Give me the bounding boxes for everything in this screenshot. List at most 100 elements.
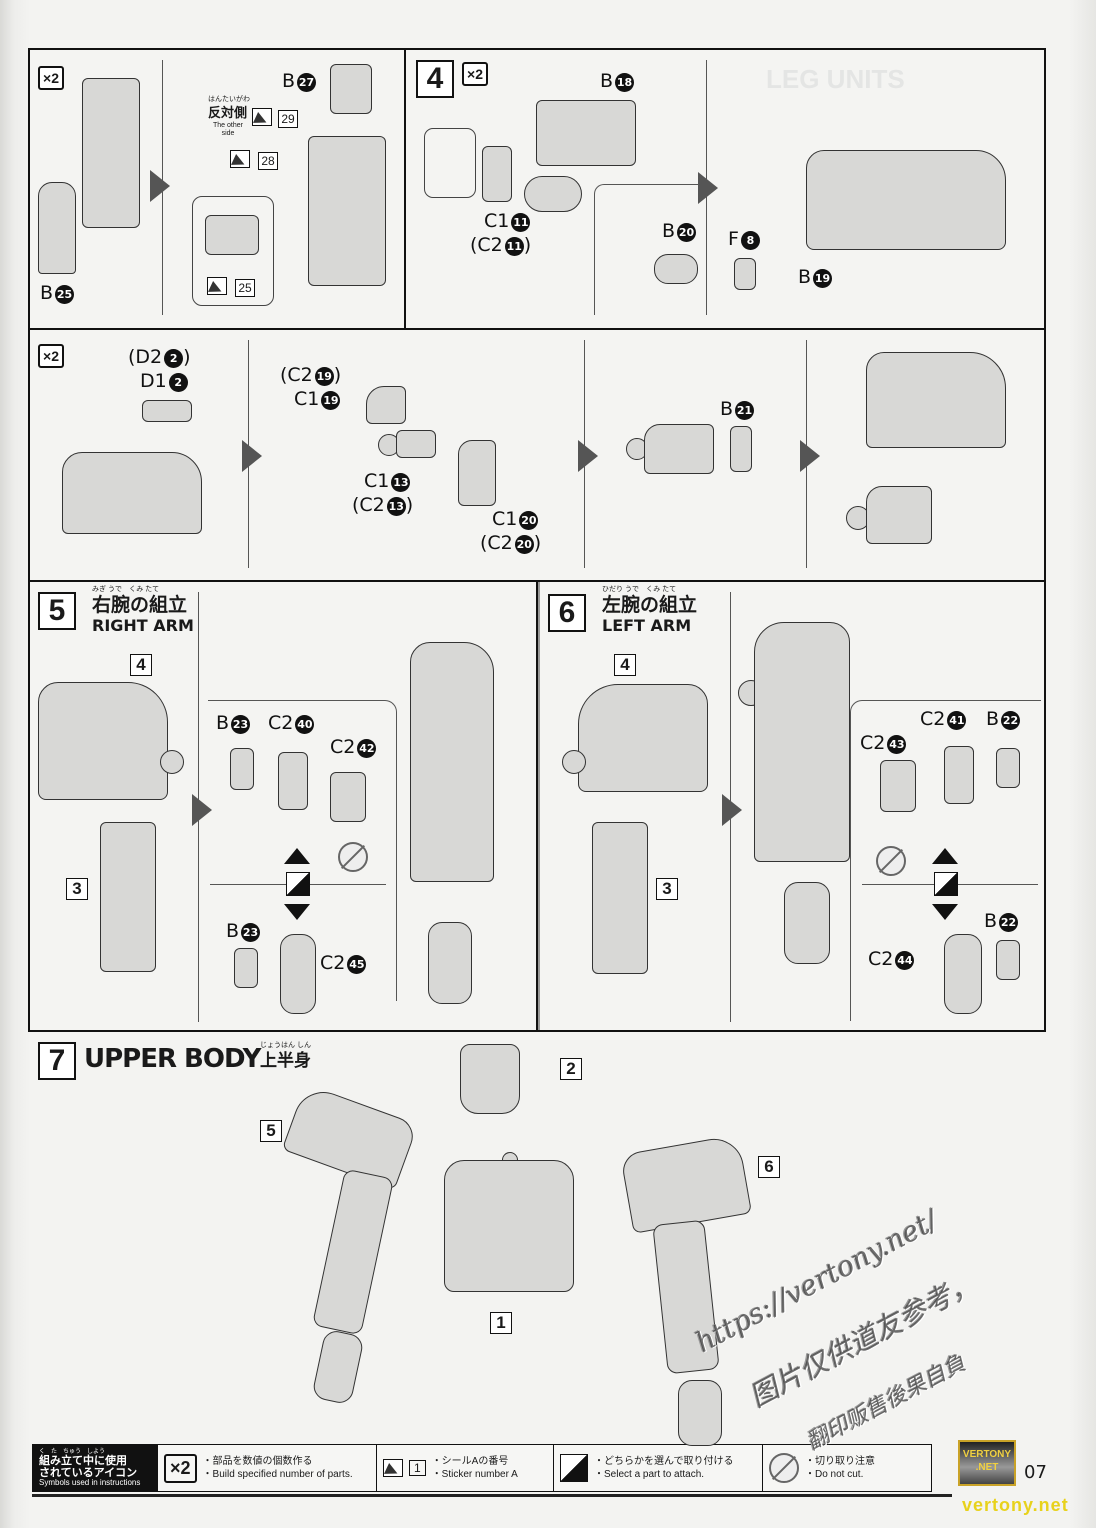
joint-assembly-part xyxy=(644,424,714,474)
d1-2-part xyxy=(142,400,192,422)
legend-item-sticker: 1 ・シールAの番号・Sticker number A xyxy=(377,1445,554,1491)
assembled-shoulder-part xyxy=(806,150,1006,250)
select-option-icon xyxy=(286,872,310,896)
c2-41-part xyxy=(944,746,974,804)
no-cut-icon xyxy=(769,1453,799,1483)
next-step-arrow-icon xyxy=(800,440,820,472)
sticker-detail-callout: 25 xyxy=(192,196,274,306)
b22-part xyxy=(996,748,1020,788)
right-arm-lower-part xyxy=(311,1168,395,1336)
b18-part xyxy=(536,100,636,166)
c2-40-part xyxy=(278,752,308,810)
f8-part xyxy=(734,258,756,290)
c1-19-part xyxy=(366,386,406,424)
sub-callout xyxy=(594,184,705,315)
next-step-arrow-icon xyxy=(150,170,170,202)
legend-heading: く た ちゅう しよう 組み立て中に使用 されているアイコン Symbols u… xyxy=(33,1445,158,1491)
ref-3: 3 xyxy=(656,878,678,900)
legend-heading-en: Symbols used in instructions xyxy=(39,1477,141,1487)
ref-left-arm-6: 6 xyxy=(758,1156,780,1178)
next-step-arrow-icon xyxy=(578,440,598,472)
next-step-arrow-icon xyxy=(242,440,262,472)
right-hand-part xyxy=(311,1328,365,1406)
next-step-arrow-icon xyxy=(722,794,742,826)
legend-jp: ・どちらかを選んで取り付ける xyxy=(594,1455,734,1467)
step-number-5: 5 xyxy=(38,592,76,630)
legend-item-select: ・どちらかを選んで取り付ける・Select a part to attach. xyxy=(554,1445,763,1491)
multiplier-icon: ×2 xyxy=(164,1453,197,1483)
assembled-forearm-part xyxy=(308,136,386,286)
left-hand-part xyxy=(678,1380,722,1446)
c2-42-part xyxy=(330,772,366,822)
sticker-icon xyxy=(230,150,250,168)
legend-en: ・Do not cut. xyxy=(805,1469,864,1480)
c1-11-part xyxy=(482,146,512,202)
legend-jp: ・シールAの番号 xyxy=(431,1455,509,1467)
left-arm-shoulder-part xyxy=(619,1134,753,1234)
forearm-part xyxy=(100,822,156,972)
hand-assembled-part xyxy=(784,882,830,964)
sticker-number-icon: 1 xyxy=(409,1460,426,1476)
ball-joint-part xyxy=(562,750,586,774)
step5-title-jp: 右腕の組立 xyxy=(92,595,188,616)
c1-20-part xyxy=(458,440,496,506)
legend-jp: ・切り取り注意 xyxy=(805,1455,875,1467)
b20-part xyxy=(654,254,698,284)
c2-43-part xyxy=(880,760,916,812)
up-arrow-icon xyxy=(932,848,958,864)
page-number: 07 xyxy=(1024,1462,1047,1483)
torso-part xyxy=(444,1160,574,1292)
b23-part xyxy=(234,948,258,988)
legend-heading-furigana: く た ちゅう しよう xyxy=(39,1448,106,1455)
legend-jp: ・部品を数値の個数作る xyxy=(202,1455,313,1467)
c1-13-part xyxy=(396,430,436,458)
select-option-icon xyxy=(934,872,958,896)
ref-head-2: 2 xyxy=(560,1058,582,1080)
step7-furigana: じょうはん しん xyxy=(260,1042,311,1049)
ref-3: 3 xyxy=(66,878,88,900)
joint-assembly-part xyxy=(866,486,932,544)
callout-part xyxy=(205,215,259,255)
sticker-28: 28 xyxy=(258,152,278,170)
shoulder-armor-assembled-part xyxy=(866,352,1006,448)
multiplier-badge: ×2 xyxy=(462,62,488,86)
vertony-badge: VERTONY .NET xyxy=(958,1440,1016,1486)
shoulder-armor-part xyxy=(62,452,202,534)
legend-heading-jp-1: 組み立て中に使用 xyxy=(39,1454,127,1467)
step5-title-en: RIGHT ARM xyxy=(92,616,194,635)
assembled-right-arm-part xyxy=(410,642,494,882)
ball-joint-part xyxy=(160,750,184,774)
step7-title-jp: 上半身 xyxy=(260,1051,311,1070)
no-cut-icon xyxy=(876,846,906,876)
ghost-text: LEG UNITS xyxy=(766,64,905,94)
legend-heading-jp-2: されているアイコン xyxy=(39,1466,138,1479)
b23-part xyxy=(230,748,254,790)
shoulder-assembly-part xyxy=(38,682,168,800)
corner-watermark: vertony.net xyxy=(962,1495,1069,1515)
shoulder-assembly-part xyxy=(578,684,708,792)
hand-assembled-part xyxy=(428,922,472,1004)
